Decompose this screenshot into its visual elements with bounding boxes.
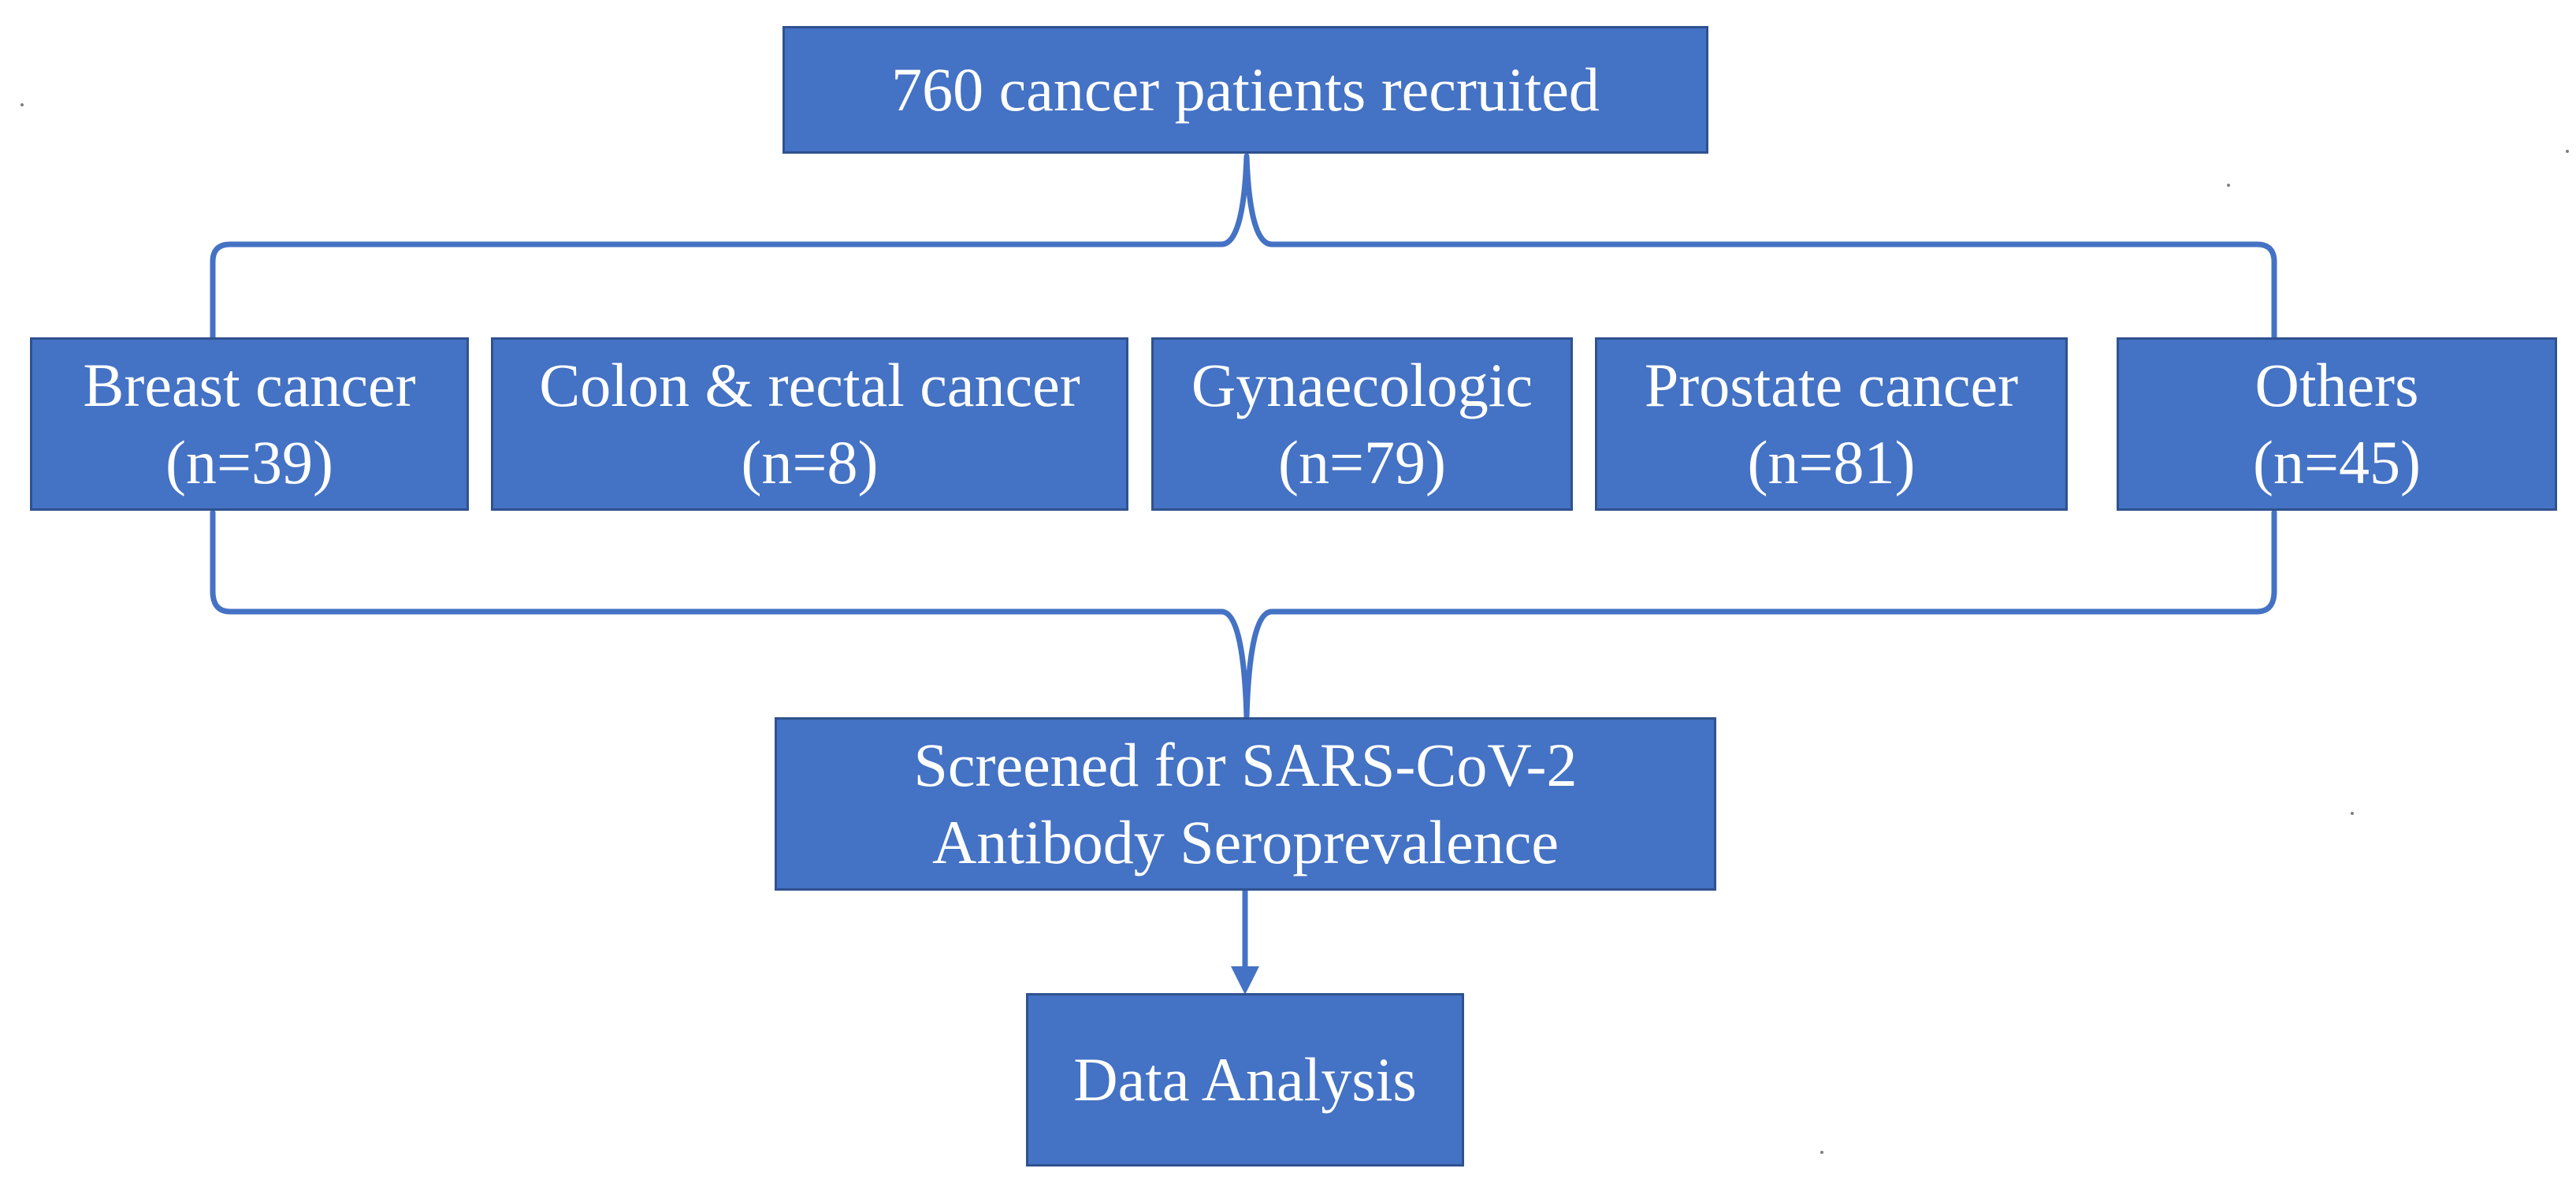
prostate-cancer-count: (n=81) bbox=[1747, 428, 1916, 497]
others-count: (n=45) bbox=[2253, 428, 2421, 497]
screening-box: Screened for SARS-CoV-2 Antibody Seropre… bbox=[775, 717, 1716, 891]
colon-rectal-cancer-label: Colon & rectal cancer bbox=[539, 351, 1080, 419]
bottom-bracket bbox=[210, 509, 2277, 720]
gynaecologic-count: (n=79) bbox=[1278, 428, 1446, 497]
prostate-cancer-label: Prostate cancer bbox=[1644, 351, 2019, 419]
prostate-cancer-box: Prostate cancer (n=81) bbox=[1595, 337, 2068, 511]
gynaecologic-box: Gynaecologic (n=79) bbox=[1151, 337, 1573, 511]
colon-rectal-cancer-count: (n=8) bbox=[741, 428, 879, 497]
others-box: Others (n=45) bbox=[2117, 337, 2557, 511]
scan-speck bbox=[2227, 184, 2230, 187]
breast-cancer-label: Breast cancer bbox=[83, 351, 416, 419]
scan-speck bbox=[2566, 150, 2569, 153]
recruited-box: 760 cancer patients recruited bbox=[782, 26, 1708, 154]
screening-line-1: Screened for SARS-CoV-2 bbox=[913, 731, 1578, 799]
others-label: Others bbox=[2254, 351, 2419, 419]
arrow-head bbox=[1231, 966, 1259, 995]
data-analysis-label: Data Analysis bbox=[1073, 1045, 1417, 1114]
scan-speck bbox=[1820, 1151, 1823, 1154]
scan-speck bbox=[2351, 812, 2354, 815]
data-analysis-box: Data Analysis bbox=[1026, 993, 1464, 1167]
breast-cancer-count: (n=39) bbox=[165, 428, 333, 497]
scan-speck bbox=[20, 103, 24, 106]
breast-cancer-box: Breast cancer (n=39) bbox=[30, 337, 469, 511]
gynaecologic-label: Gynaecologic bbox=[1191, 351, 1533, 419]
recruited-label: 760 cancer patients recruited bbox=[891, 55, 1600, 124]
screening-line-2: Antibody Seroprevalence bbox=[932, 808, 1559, 876]
top-bracket bbox=[210, 153, 2277, 340]
colon-rectal-cancer-box: Colon & rectal cancer (n=8) bbox=[491, 337, 1128, 511]
